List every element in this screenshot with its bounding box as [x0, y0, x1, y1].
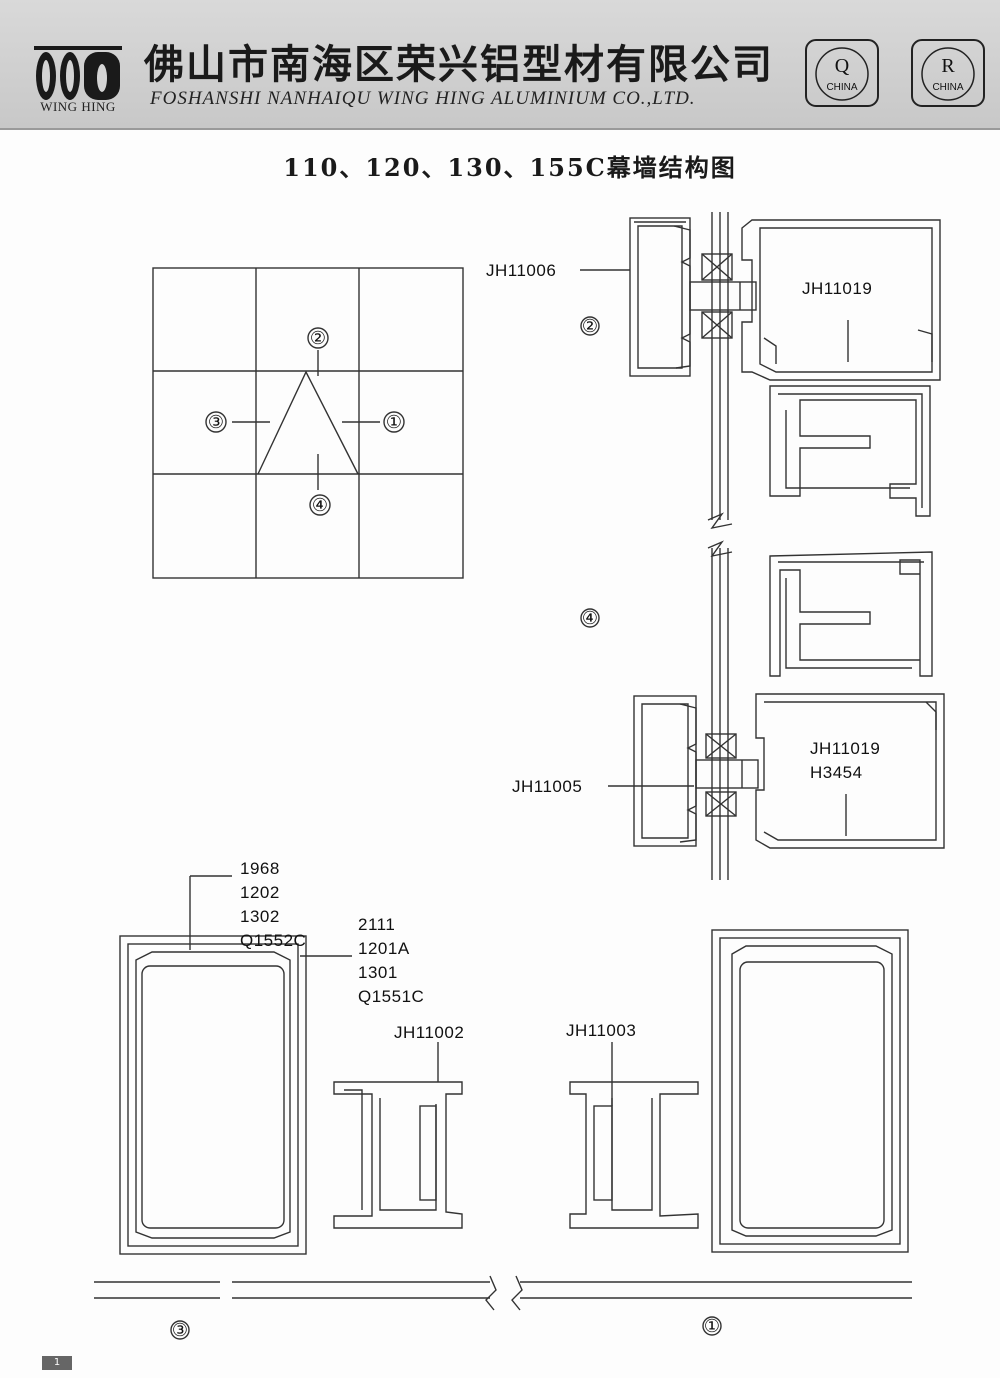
grid-marker-3-text: ③ [208, 412, 224, 433]
label-jh11019-bottom: JH11019 [810, 739, 880, 758]
section-marker-bottom-right [702, 1316, 722, 1336]
jh11003-profile [569, 1042, 699, 1229]
grid-marker-1-text: ① [386, 412, 402, 433]
cert-r-china-icon: R CHINA [911, 39, 985, 107]
bottom-transom-section [633, 551, 945, 849]
grid-marker-1 [383, 411, 405, 433]
elevation-grid [152, 267, 464, 579]
left-mullion-section [119, 875, 352, 1255]
label-group-b-4: Q1551C [358, 987, 424, 1006]
grid-marker-2-text: ② [310, 328, 326, 349]
label-group-b-2: 1201A [358, 939, 410, 958]
section-marker-top-text: ② [582, 316, 598, 337]
label-jh11019-top: JH11019 [802, 279, 872, 298]
glass-pane-horizontal [94, 1275, 912, 1311]
label-h3454: H3454 [810, 763, 863, 782]
label-jh11006: JH11006 [486, 261, 556, 280]
cert-q-country: CHINA [826, 82, 857, 93]
page-number: 1 [42, 1356, 72, 1370]
cert-q-letter: Q [835, 55, 850, 77]
page-title: 110、120、130、155C幕墙结构图 [283, 153, 737, 182]
company-name-en: FOSHANSHI NANHAIQU WING HING ALUMINIUM C… [150, 88, 696, 109]
page-header: WING HING 佛山市南海区荣兴铝型材有限公司 FOSHANSHI NANH… [0, 0, 1000, 130]
logo-text: WING HING [40, 99, 116, 114]
jh11002-profile [333, 1042, 463, 1229]
section-marker-bottom-left [170, 1320, 190, 1340]
grid-marker-3 [205, 411, 227, 433]
cert-r-letter: R [941, 55, 955, 77]
cert-r-country: CHINA [932, 82, 963, 93]
section-marker-middle-text: ④ [582, 608, 598, 629]
company-name-cn: 佛山市南海区荣兴铝型材有限公司 [144, 41, 774, 88]
cert-q-china-icon: Q CHINA [805, 39, 879, 107]
label-group-b-3: 1301 [358, 963, 398, 982]
top-transom-section [629, 217, 941, 517]
label-jh11002: JH11002 [394, 1023, 464, 1042]
label-group-a-4: Q1552C [240, 931, 306, 950]
label-jh11003: JH11003 [566, 1021, 636, 1040]
label-group-b-1: 2111 [358, 915, 395, 934]
grid-marker-4-text: ④ [312, 495, 328, 516]
label-group-a-3: 1302 [240, 907, 280, 926]
grid-marker-4 [309, 494, 331, 516]
label-jh11005: JH11005 [512, 777, 582, 796]
label-group-a-1: 1968 [240, 859, 280, 878]
section-marker-bottom-right-text: ① [704, 1316, 720, 1337]
label-group-a-2: 1202 [240, 883, 280, 902]
grid-marker-2 [307, 327, 329, 349]
company-logo-icon [34, 46, 122, 100]
section-marker-middle [580, 608, 600, 628]
section-marker-top [580, 316, 600, 336]
section-marker-bottom-left-text: ③ [172, 1320, 188, 1341]
right-mullion-section [711, 929, 909, 1253]
